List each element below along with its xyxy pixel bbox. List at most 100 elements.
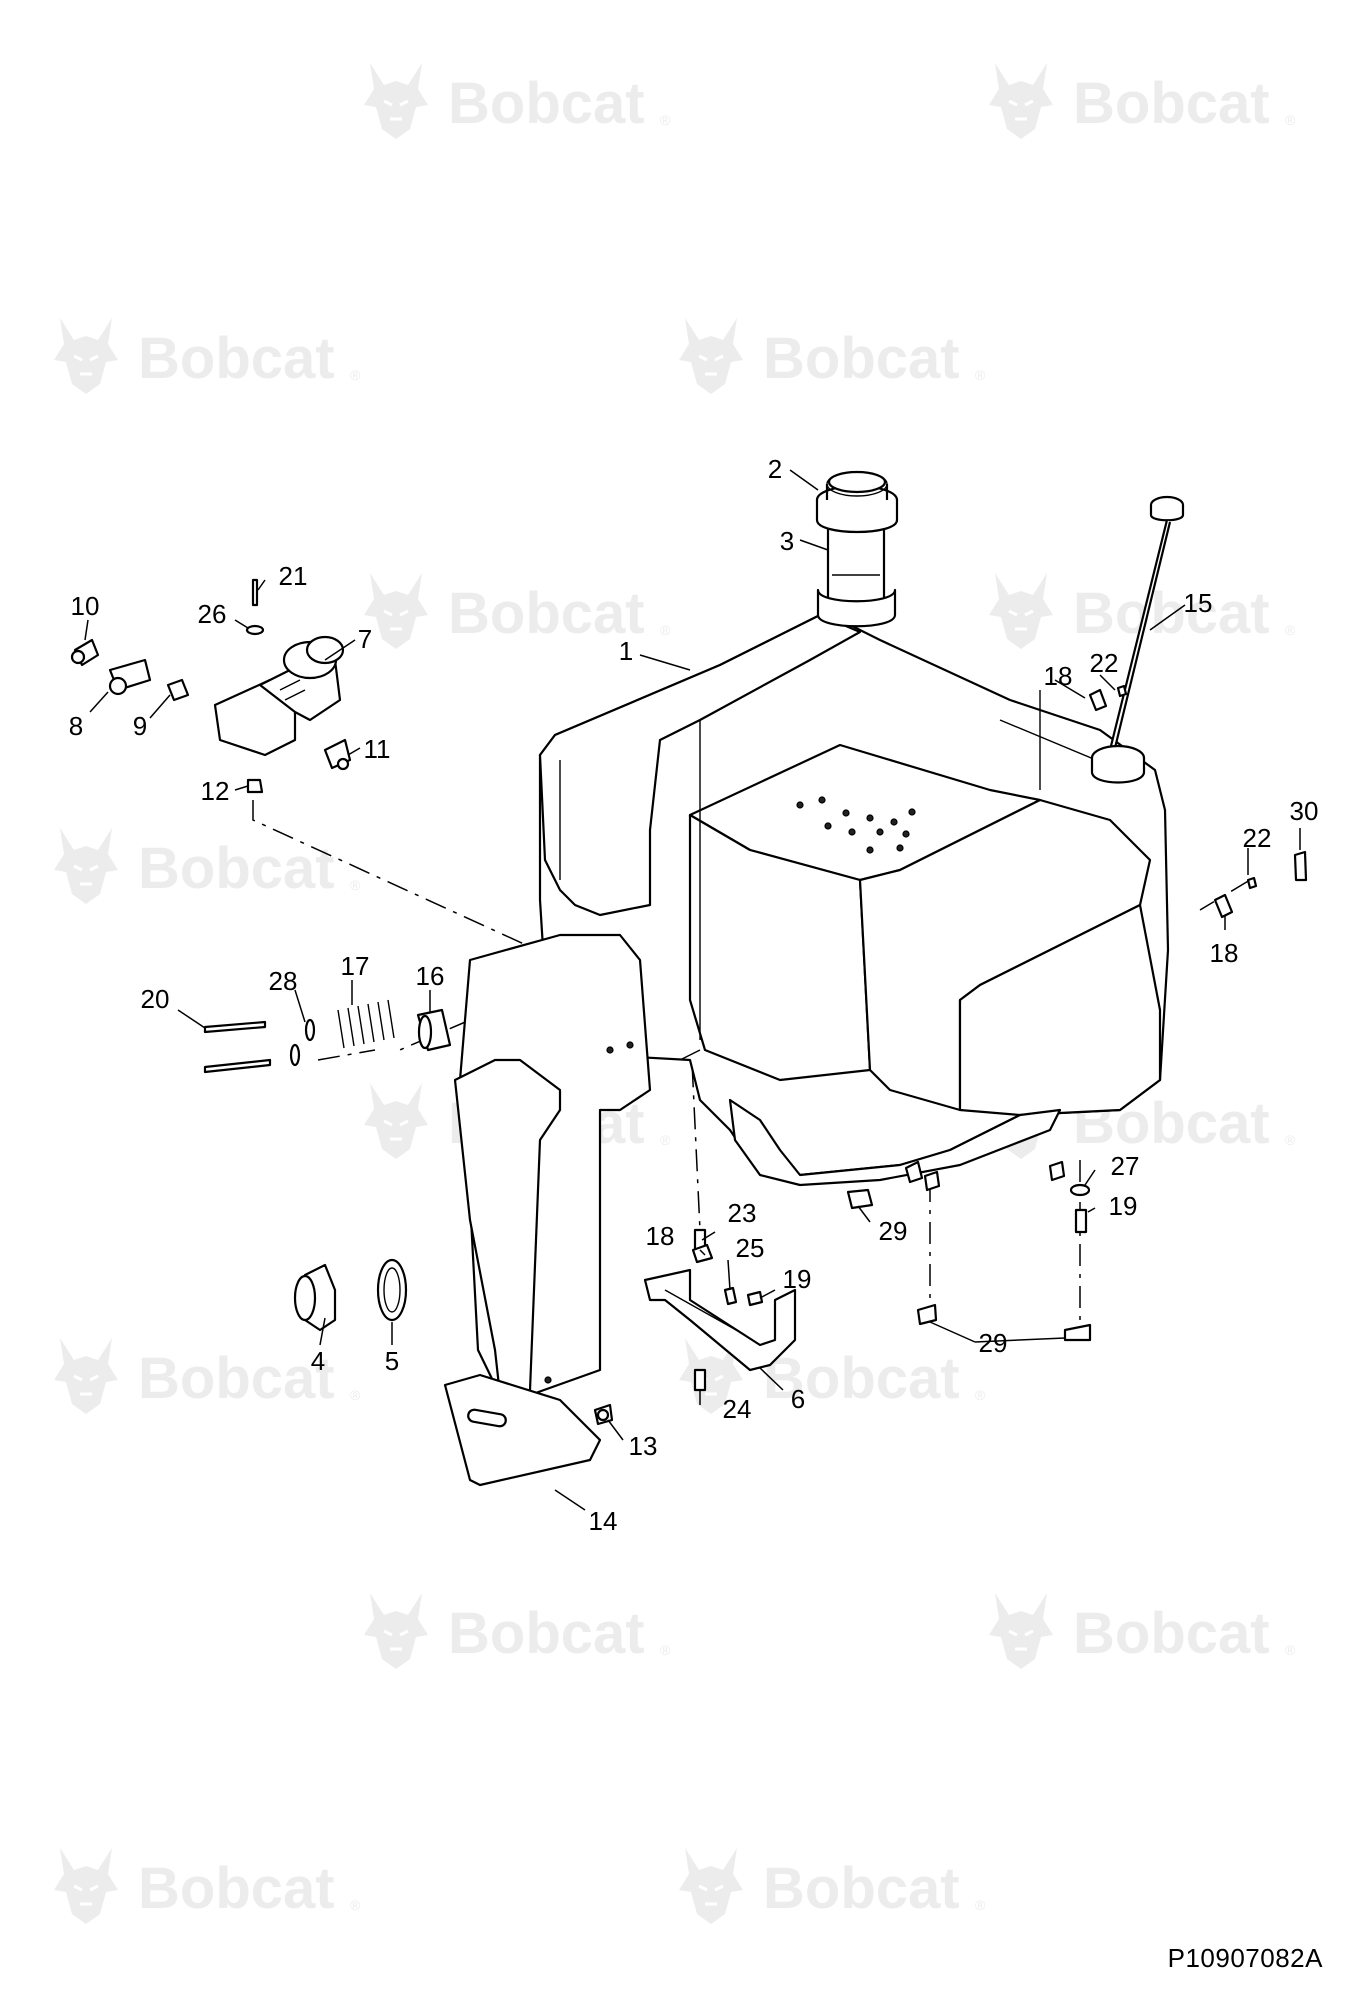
watermark-logo: Bobcat ® (677, 1846, 986, 1926)
watermark-registered: ® (350, 1897, 361, 1913)
callout-11: 11 (364, 734, 391, 764)
hardware-left (203, 999, 452, 1074)
watermark-logo: Bobcat ® (987, 571, 1296, 651)
bobcat-head-icon (362, 571, 430, 651)
callout-28: 28 (269, 966, 298, 996)
bobcat-head-icon (362, 61, 430, 141)
watermark-registered: ® (1285, 1642, 1296, 1658)
watermark-logo: Bobcat ® (987, 1591, 1296, 1671)
callout-23: 23 (728, 1198, 757, 1228)
watermark-registered: ® (660, 1132, 671, 1148)
watermark-logo: Bobcat ® (362, 61, 671, 141)
watermark-registered: ® (660, 1642, 671, 1658)
callout-20: 20 (141, 984, 170, 1014)
watermark-text: Bobcat (1073, 1601, 1270, 1666)
bobcat-head-icon (52, 826, 120, 906)
hardware-right (593, 684, 1308, 1426)
callout-6: 6 (791, 1384, 805, 1414)
callout-29: 29 (879, 1216, 908, 1246)
callout-8: 8 (69, 711, 83, 741)
watermark-text: Bobcat (138, 1346, 335, 1411)
bobcat-head-icon (52, 1336, 120, 1416)
callout-24: 24 (723, 1394, 752, 1424)
watermark-logo: Bobcat ® (52, 1336, 361, 1416)
watermark-logo: Bobcat ® (677, 1336, 986, 1416)
tank-guard (443, 933, 652, 1487)
bobcat-head-icon (677, 1846, 745, 1926)
callout-27: 27 (1111, 1151, 1140, 1181)
watermark-text: Bobcat (1073, 71, 1270, 136)
bobcat-head-icon (52, 1846, 120, 1926)
bobcat-head-icon (52, 316, 120, 396)
callout-18: 18 (1210, 938, 1239, 968)
watermark-registered: ® (350, 367, 361, 383)
watermark-text: Bobcat (763, 1346, 960, 1411)
mount-bracket (643, 1268, 797, 1372)
drawing-number: P10907082A (1167, 1943, 1323, 1973)
callout-14: 14 (589, 1506, 618, 1536)
bobcat-head-icon (987, 571, 1055, 651)
bobcat-head-icon (362, 1081, 430, 1161)
callout-16: 16 (416, 961, 445, 991)
watermark-registered: ® (975, 1897, 986, 1913)
callout-30: 30 (1290, 796, 1319, 826)
callout-10: 10 (71, 591, 100, 621)
watermark-registered: ® (1285, 1132, 1296, 1148)
watermark-text: Bobcat (763, 326, 960, 391)
watermark-text: Bobcat (763, 1856, 960, 1921)
watermark-registered: ® (975, 1387, 986, 1403)
callout-1: 1 (619, 636, 633, 666)
drain-cap (293, 1258, 408, 1332)
watermark-text: Bobcat (448, 1601, 645, 1666)
callout-19: 19 (1109, 1191, 1138, 1221)
watermark-registered: ® (350, 1387, 361, 1403)
watermark-registered: ® (350, 877, 361, 893)
callout-2: 2 (768, 454, 782, 484)
watermark-text: Bobcat (448, 581, 645, 646)
callout-19: 19 (783, 1264, 812, 1294)
watermark-text: Bobcat (138, 836, 335, 901)
watermark-logo: Bobcat ® (52, 316, 361, 396)
fuel-pump-assembly (70, 578, 352, 794)
callout-25: 25 (736, 1233, 765, 1263)
callout-5: 5 (385, 1346, 399, 1376)
watermark-logo: Bobcat ® (52, 826, 361, 906)
callout-21: 21 (279, 561, 308, 591)
watermark-registered: ® (975, 367, 986, 383)
callout-22: 22 (1090, 648, 1119, 678)
callout-labels: 1 2 3 4 5 6 7 8 9 10 11 12 13 14 15 16 1… (69, 454, 1319, 1536)
bobcat-head-icon (677, 316, 745, 396)
callout-18: 18 (646, 1221, 675, 1251)
watermark-registered: ® (660, 112, 671, 128)
watermark-text: Bobcat (138, 326, 335, 391)
watermark-registered: ® (660, 622, 671, 638)
callout-4: 4 (311, 1346, 325, 1376)
callout-18: 18 (1044, 661, 1073, 691)
callout-26: 26 (198, 599, 227, 629)
bobcat-head-icon (362, 1591, 430, 1671)
callout-9: 9 (133, 711, 147, 741)
watermark-text: Bobcat (138, 1856, 335, 1921)
watermark-text: Bobcat (1073, 581, 1270, 646)
watermark-logo: Bobcat ® (362, 1591, 671, 1671)
filler-neck (816, 518, 897, 628)
callout-17: 17 (341, 951, 370, 981)
watermark-logo: Bobcat ® (987, 61, 1296, 141)
watermark-logo: Bobcat ® (362, 571, 671, 651)
callout-3: 3 (780, 526, 794, 556)
leader-lines (84, 469, 1301, 1511)
callout-7: 7 (358, 624, 372, 654)
callout-13: 13 (629, 1431, 658, 1461)
callout-15: 15 (1184, 588, 1213, 618)
bobcat-head-icon (987, 61, 1055, 141)
callout-22: 22 (1243, 823, 1272, 853)
watermark-logo: Bobcat ® (677, 316, 986, 396)
watermark-text: Bobcat (448, 71, 645, 136)
callout-29: 29 (979, 1328, 1008, 1358)
callout-12: 12 (201, 776, 230, 806)
bobcat-head-icon (987, 1591, 1055, 1671)
watermark-logo: Bobcat ® (52, 1846, 361, 1926)
filler-cap (815, 470, 899, 534)
watermark-registered: ® (1285, 622, 1296, 638)
